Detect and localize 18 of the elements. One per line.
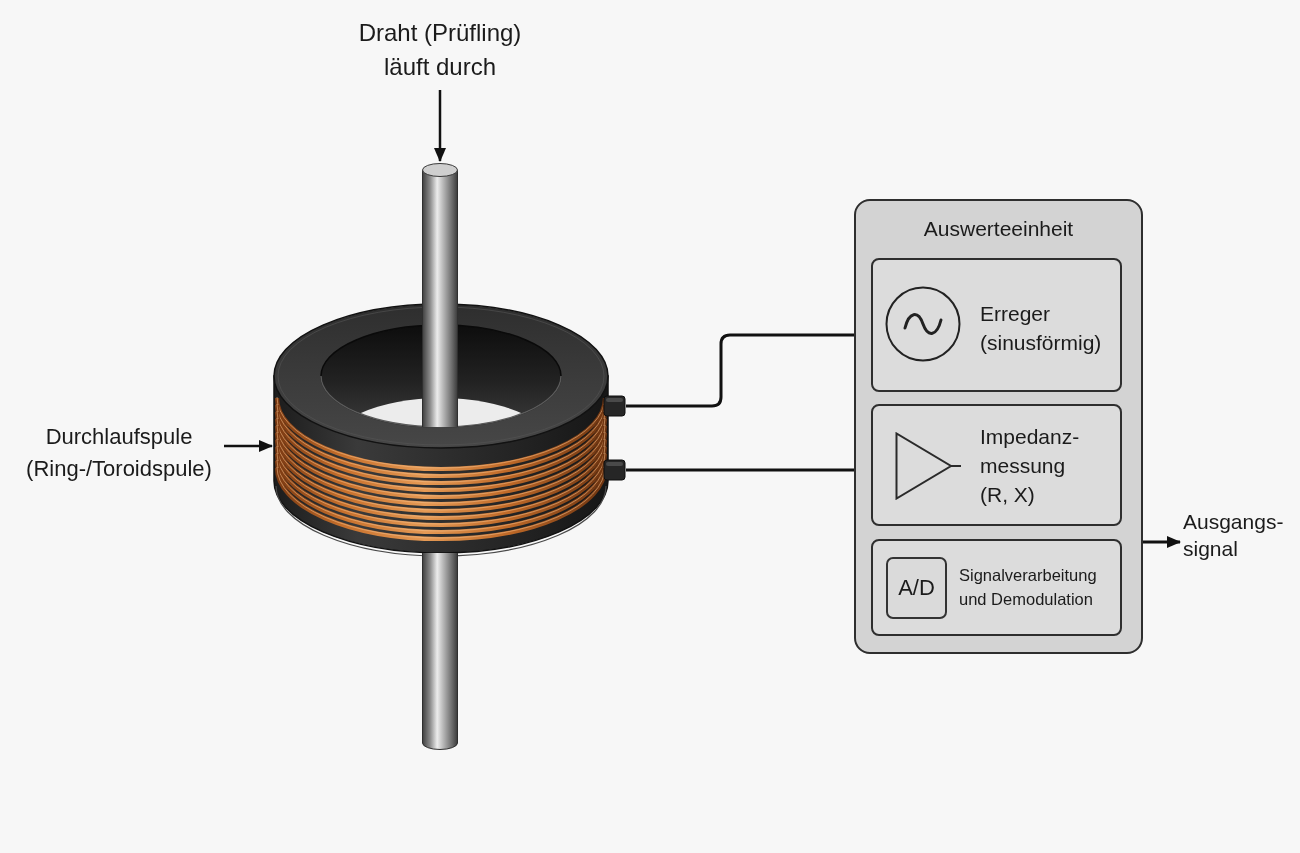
module-label: Signalverarbeitung und Demodulation	[959, 565, 1098, 610]
cable	[626, 333, 854, 408]
cable	[626, 468, 854, 472]
module-label: Erreger (sinusförmig)	[980, 300, 1103, 356]
metal-rod	[422, 163, 458, 751]
panel-title: Auswerteeinheit	[923, 217, 1074, 241]
unit-panel	[854, 199, 1143, 654]
annotation-label: Durchlaufspule (Ring-/Toroidspule)	[20, 421, 218, 485]
module-panel	[871, 539, 1122, 636]
module-panel	[871, 404, 1122, 526]
module-panel	[871, 258, 1122, 392]
arrow	[434, 90, 446, 162]
module-label: Impedanz- messung (R, X)	[980, 423, 1081, 508]
output-label: Ausgangs- signal	[1183, 508, 1287, 562]
arrow	[1143, 536, 1181, 548]
arrow	[224, 440, 273, 452]
annotation-label: Draht (Prüfling) läuft durch	[352, 16, 528, 84]
converter-block: A/D	[886, 557, 947, 619]
